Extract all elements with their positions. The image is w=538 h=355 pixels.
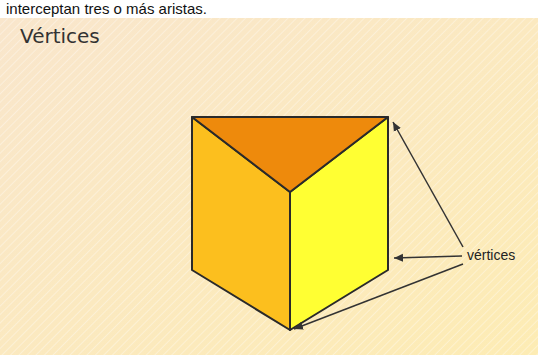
top-note: interceptan tres o más aristas. (6, 0, 207, 17)
slide-title: Vértices (20, 24, 100, 48)
callout-label: vértices (467, 247, 515, 263)
leader-arrow (393, 122, 463, 247)
slide-hatch (0, 18, 538, 355)
slide-ground (0, 18, 538, 355)
leader-arrow (294, 264, 463, 329)
leader-arrow (394, 256, 462, 258)
top-face (192, 117, 388, 192)
